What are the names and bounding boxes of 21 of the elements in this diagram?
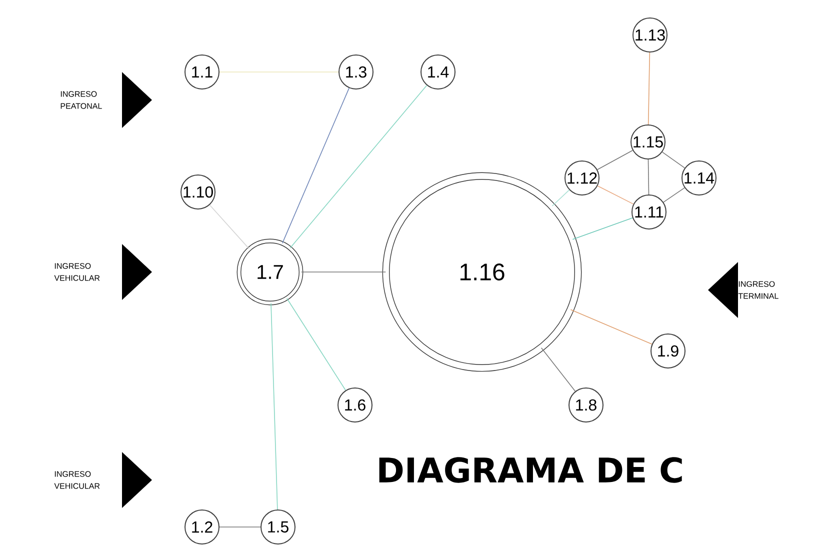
connector-line <box>552 190 570 206</box>
entry-label: INGRESO PEATONAL <box>60 91 102 109</box>
connector-line <box>572 218 633 240</box>
connector-line <box>270 302 278 510</box>
connector-line <box>286 298 346 391</box>
connector-line <box>648 159 650 195</box>
connector-line <box>663 187 685 203</box>
connector-line <box>290 84 428 248</box>
title: DIAGRAMA DE C <box>379 457 682 483</box>
entry-label: INGRESO VEHICULAR <box>54 263 100 281</box>
connector-line <box>570 309 652 345</box>
entry-label: INGRESO VEHICULAR <box>54 471 100 489</box>
connector-line <box>209 204 250 250</box>
connector-line <box>540 347 576 392</box>
connector-line <box>219 526 261 528</box>
connector-line <box>596 150 634 170</box>
connector-line <box>662 152 686 168</box>
connector-line <box>648 52 650 125</box>
connector-line <box>282 88 350 244</box>
connector-line <box>597 186 634 204</box>
entry-label: INGRESO TERMINAL <box>738 281 778 299</box>
